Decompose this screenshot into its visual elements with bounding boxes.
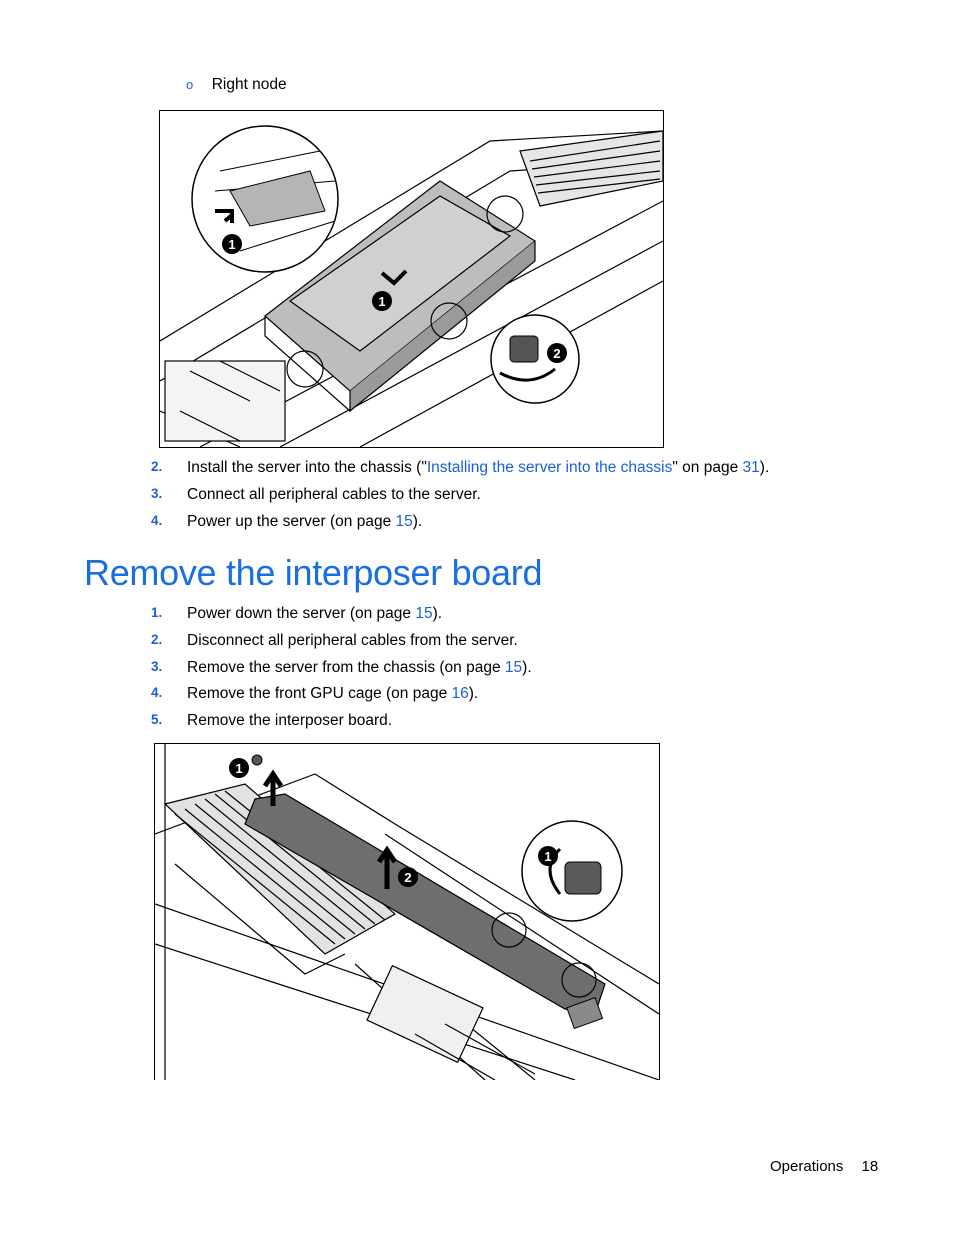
lift-arrow-icon bbox=[376, 845, 398, 889]
step-text: Remove the server from the chassis (on p… bbox=[187, 659, 532, 676]
step-row: 4. bbox=[151, 512, 162, 530]
step-number: 1. bbox=[151, 605, 163, 620]
callout-1a-icon bbox=[229, 758, 249, 778]
zoom-inset-latch bbox=[191, 125, 339, 273]
zoom-inset-thumbscrew bbox=[490, 314, 580, 404]
callout-1b-icon bbox=[372, 291, 392, 311]
link-installing-server[interactable]: Installing the server into the chassis bbox=[426, 459, 673, 476]
screw-icon bbox=[251, 754, 263, 766]
callout-1b: 1 bbox=[544, 849, 551, 864]
footer-page-number: 18 bbox=[861, 1158, 879, 1175]
callout-2-icon bbox=[547, 343, 567, 363]
step-number: 3. bbox=[151, 659, 163, 674]
figure-right-node: 1 1 2 bbox=[159, 110, 664, 448]
step-text: Power up the server (on page 15). bbox=[187, 513, 423, 530]
step-number: 5. bbox=[151, 712, 163, 727]
sub-bullet: o Right node bbox=[186, 75, 287, 95]
sub-bullet-text: Right node bbox=[211, 76, 287, 93]
callout-1a: 1 bbox=[235, 761, 242, 776]
step-row: 1. bbox=[151, 604, 162, 622]
callout-2: 2 bbox=[553, 346, 560, 361]
page-footer: Operations 18 bbox=[770, 1158, 878, 1175]
step-text: Remove the front GPU cage (on page 16). bbox=[187, 685, 479, 702]
bullet-marker: o bbox=[186, 77, 194, 92]
link-page[interactable]: 15 bbox=[395, 513, 413, 530]
step-number: 2. bbox=[151, 459, 163, 474]
link-page[interactable]: 15 bbox=[504, 659, 523, 676]
step-text: Install the server into the chassis ("In… bbox=[187, 459, 770, 476]
zoom-inset-thumbscrew bbox=[521, 820, 623, 922]
section-heading: Remove the interposer board bbox=[84, 552, 543, 593]
step-row: 2. bbox=[151, 631, 162, 649]
step-number: 2. bbox=[151, 632, 163, 647]
callout-1a-icon bbox=[222, 234, 242, 254]
step-row: 3. bbox=[151, 485, 162, 503]
callout-2-icon bbox=[398, 867, 418, 887]
step-number: 4. bbox=[151, 685, 163, 700]
callout-1a: 1 bbox=[228, 237, 235, 252]
interposer-board-illustration: 1 2 1 bbox=[155, 744, 659, 1080]
link-page[interactable]: 15 bbox=[415, 605, 433, 622]
step-row: 5. bbox=[151, 711, 162, 729]
step-text: Power down the server (on page 15). bbox=[187, 605, 443, 622]
step-row: 3. bbox=[151, 658, 162, 676]
right-node-illustration: 1 1 2 bbox=[160, 125, 663, 447]
link-page[interactable]: 31 bbox=[742, 459, 760, 476]
link-page[interactable]: 16 bbox=[451, 685, 469, 702]
step-text: Remove the interposer board. bbox=[187, 712, 393, 729]
step-text: Connect all peripheral cables to the ser… bbox=[187, 486, 481, 503]
step-number: 4. bbox=[151, 513, 163, 528]
step-row: 2. bbox=[151, 458, 162, 476]
figure-interposer-board: 1 2 1 bbox=[154, 743, 660, 1080]
callout-2: 2 bbox=[404, 870, 411, 885]
lift-arrow-icon bbox=[262, 769, 284, 806]
footer-section: Operations bbox=[770, 1158, 844, 1175]
step-row: 4. bbox=[151, 684, 162, 702]
step-text: Disconnect all peripheral cables from th… bbox=[187, 632, 518, 649]
step-number: 3. bbox=[151, 486, 163, 501]
callout-1b-icon bbox=[538, 846, 558, 866]
callout-1b: 1 bbox=[378, 294, 385, 309]
